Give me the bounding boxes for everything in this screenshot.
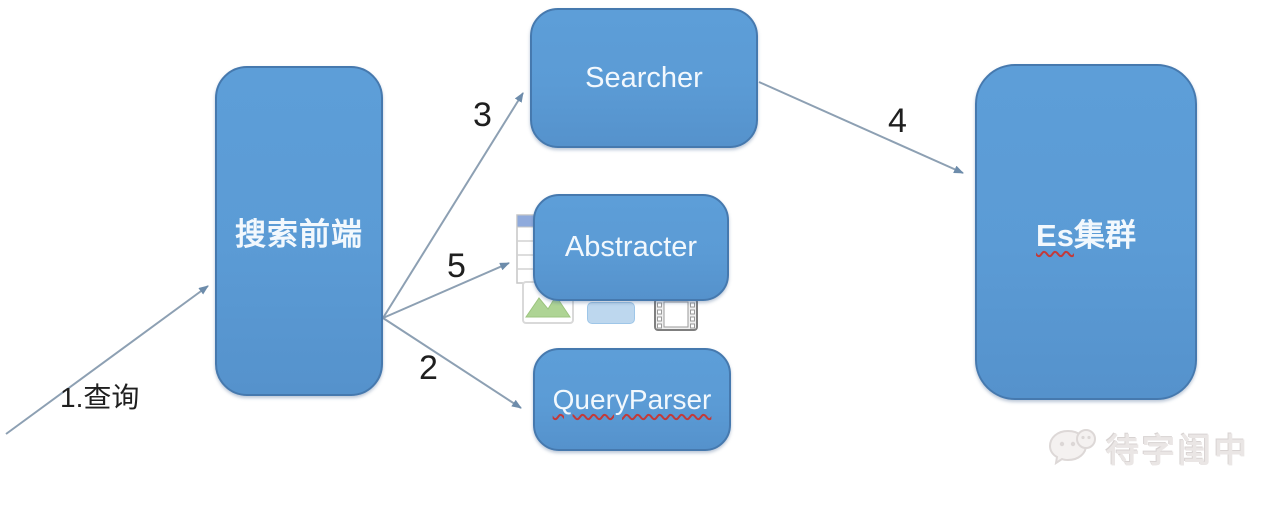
node-abstracter-label: Abstracter (564, 231, 698, 263)
film-placeholder-icon (654, 298, 698, 331)
node-es-cluster-label-en: Es (1036, 217, 1074, 253)
edge-label-step3: 3 (473, 96, 492, 134)
node-searcher: Searcher (530, 8, 758, 148)
edge-step3-to-searcher-arrow (382, 92, 524, 319)
wechat-icon (1048, 429, 1096, 466)
edge-label-step1-query: 1.查询 (60, 382, 140, 413)
watermark-text: 待字闺中 (1106, 432, 1250, 469)
node-abstracter: Abstracter (533, 194, 729, 301)
node-search-frontend-label: 搜索前端 (235, 216, 363, 252)
edge-label-step5: 5 (447, 247, 466, 285)
edge-label-step4: 4 (888, 102, 907, 140)
node-searcher-label: Searcher (585, 61, 703, 94)
node-es-cluster: Es集群 (975, 64, 1197, 400)
edge-step1-query-arrow (5, 285, 209, 435)
edge-label-step2: 2 (419, 349, 438, 387)
node-es-cluster-label: Es集群 (1036, 210, 1136, 255)
edge-step4-to-escluster-arrow (758, 81, 964, 174)
content-placeholder-icon (587, 302, 635, 324)
node-queryparser-label: QueryParser (552, 383, 712, 415)
edge-step5-to-abstracter-arrow (382, 262, 510, 319)
node-queryparser: QueryParser (533, 348, 731, 451)
node-es-cluster-label-zh: 集群 (1073, 217, 1136, 253)
watermark: 待字闺中 (1046, 424, 1250, 472)
edge-step2-to-queryparser-arrow (382, 317, 522, 409)
node-search-frontend: 搜索前端 (215, 66, 383, 396)
